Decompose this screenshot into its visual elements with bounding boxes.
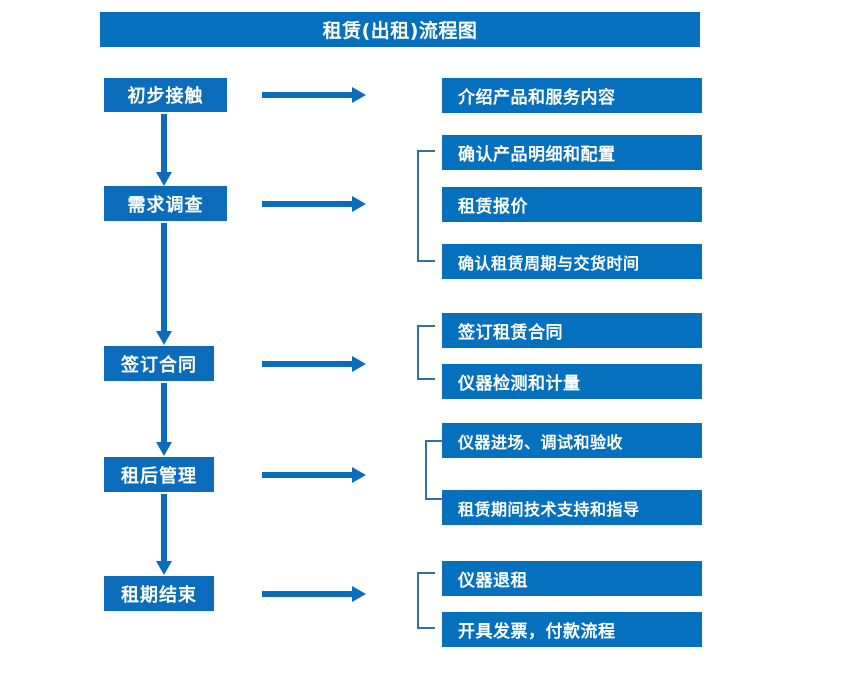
group-bracket-icon-2 bbox=[417, 325, 435, 380]
right-arrow-icon-1 bbox=[262, 87, 366, 103]
stage-box-5[interactable]: 租期结束 bbox=[104, 576, 214, 611]
detail-box-3[interactable]: 租赁报价 bbox=[442, 187, 702, 222]
detail-box-7[interactable]: 仪器进场、调试和验收 bbox=[442, 423, 702, 458]
detail-box-5[interactable]: 签订租赁合同 bbox=[442, 313, 702, 348]
group-bracket-icon-4 bbox=[417, 572, 435, 629]
detail-box-9[interactable]: 仪器退租 bbox=[442, 561, 702, 596]
down-arrow-icon-1 bbox=[156, 114, 172, 186]
right-arrow-icon-3 bbox=[262, 356, 366, 372]
right-arrow-icon-5 bbox=[262, 586, 366, 602]
stage-box-4[interactable]: 租后管理 bbox=[104, 457, 214, 492]
down-arrow-icon-4 bbox=[156, 494, 172, 575]
down-arrow-icon-3 bbox=[156, 383, 172, 456]
stage-box-1[interactable]: 初步接触 bbox=[104, 78, 227, 112]
group-bracket-icon-3 bbox=[425, 440, 443, 500]
detail-box-8[interactable]: 租赁期间技术支持和指导 bbox=[442, 490, 702, 525]
detail-box-6[interactable]: 仪器检测和计量 bbox=[442, 364, 702, 399]
diagram-title: 租赁(出租)流程图 bbox=[100, 12, 700, 47]
right-arrow-icon-2 bbox=[262, 196, 366, 212]
group-bracket-icon-1 bbox=[417, 150, 435, 262]
detail-box-1[interactable]: 介绍产品和服务内容 bbox=[442, 78, 702, 113]
detail-box-4[interactable]: 确认租赁周期与交货时间 bbox=[442, 244, 702, 279]
stage-box-3[interactable]: 签订合同 bbox=[104, 346, 214, 381]
detail-box-2[interactable]: 确认产品明细和配置 bbox=[442, 135, 702, 170]
right-arrow-icon-4 bbox=[262, 467, 366, 483]
down-arrow-icon-2 bbox=[156, 223, 172, 345]
stage-box-2[interactable]: 需求调查 bbox=[104, 186, 227, 221]
detail-box-10[interactable]: 开具发票，付款流程 bbox=[442, 612, 702, 647]
